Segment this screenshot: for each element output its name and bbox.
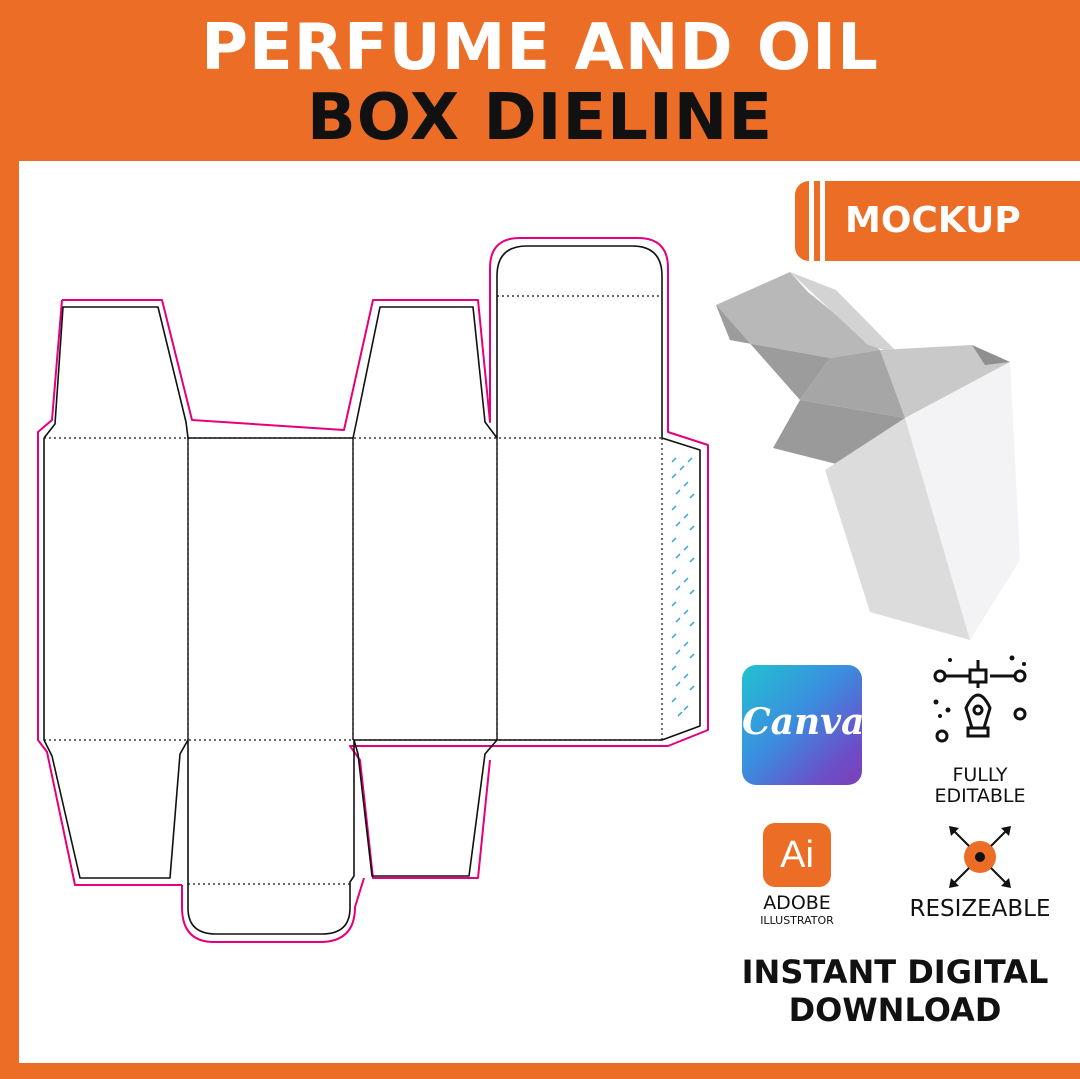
box-mockup-image bbox=[716, 272, 1020, 640]
title-line-1: PERFUME AND OIL bbox=[201, 11, 879, 85]
bleed-outline bbox=[37, 237, 709, 943]
illustrator-icon-text: Ai bbox=[780, 834, 814, 876]
editable-line-2: EDITABLE bbox=[934, 785, 1026, 807]
editable-line-1: FULLY bbox=[952, 764, 1008, 786]
tab-stripe-2 bbox=[820, 181, 825, 261]
pen-tool-icon bbox=[933, 655, 1027, 743]
resize-arrows-icon bbox=[949, 826, 1011, 888]
canva-logo: Canva bbox=[742, 665, 865, 785]
download-line-2: DOWNLOAD bbox=[788, 991, 1002, 1029]
header-banner: PERFUME AND OIL BOX DIELINE bbox=[0, 0, 1080, 160]
download-line-1: INSTANT DIGITAL bbox=[741, 953, 1049, 991]
illustrator-line-1: ADOBE bbox=[763, 892, 831, 914]
cut-outline bbox=[43, 245, 701, 935]
tab-stripe-1 bbox=[809, 181, 814, 261]
mockup-label: MOCKUP bbox=[845, 200, 1021, 241]
illustrator-line-2: ILLUSTRATOR bbox=[760, 914, 834, 927]
glue-area bbox=[671, 457, 695, 717]
canva-logo-text: Canva bbox=[742, 701, 865, 743]
fully-editable-caption: FULLY EDITABLE bbox=[900, 765, 1060, 807]
mockup-tab bbox=[795, 181, 1080, 261]
title-line-2: BOX DIELINE bbox=[306, 81, 774, 155]
resizeable-caption: RESIZEABLE bbox=[909, 896, 1051, 922]
fold-lines bbox=[44, 295, 663, 885]
illustrator-icon: Ai bbox=[763, 823, 831, 887]
illustrator-caption: ADOBE ILLUSTRATOR bbox=[730, 892, 864, 928]
